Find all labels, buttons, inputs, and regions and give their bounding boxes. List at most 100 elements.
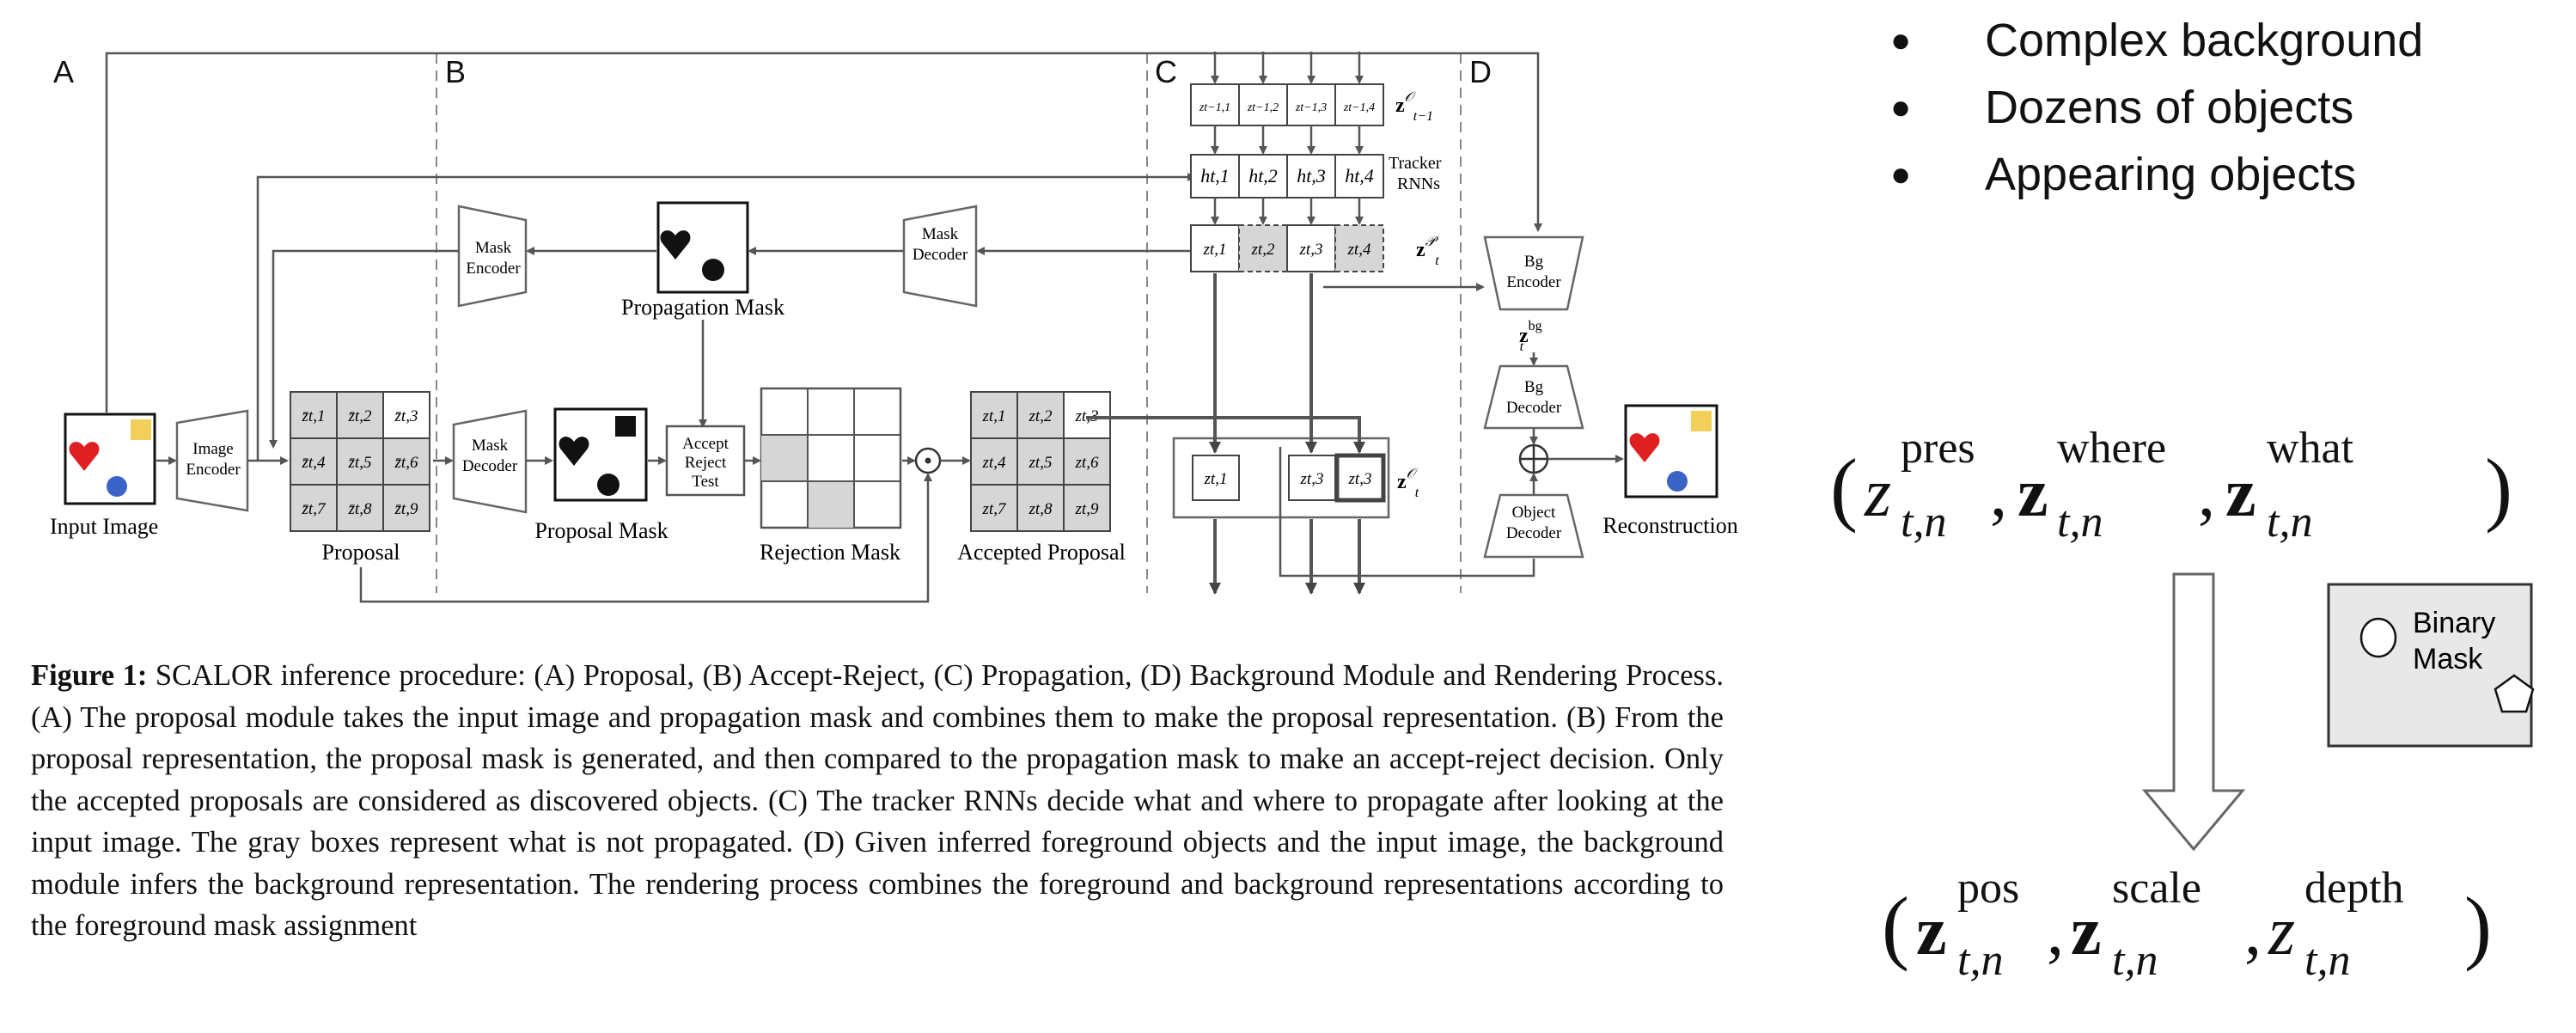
svg-text:where: where: [2057, 424, 2166, 473]
bg-encoder-label-1: Bg: [1524, 253, 1544, 271]
accepted-cell: zt,4: [970, 437, 1018, 486]
reconstruction-label: Reconstruction: [1602, 513, 1737, 538]
tracker-rnn-cell: ht,2: [1238, 154, 1288, 199]
binary-mask-label-1: Binary: [2413, 607, 2495, 639]
svg-text:zt−1,3: zt−1,3: [1295, 101, 1327, 114]
svg-text:zt,1: zt,1: [1204, 470, 1228, 488]
svg-text:z: z: [2071, 894, 2102, 969]
heart-icon: [559, 437, 589, 466]
accepted-cell: zt,6: [1063, 437, 1111, 486]
heart-icon: [1629, 433, 1660, 462]
bullet-icon: ●: [1890, 21, 1912, 59]
bullet-icon: ●: [1890, 89, 1912, 126]
tracker-prev-cell: zt−1,4: [1334, 83, 1384, 126]
rejection-mask: [760, 387, 902, 529]
svg-text:zt,7: zt,7: [982, 500, 1007, 518]
svg-text:(: (: [1830, 442, 1858, 534]
svg-text:zt,4: zt,4: [982, 454, 1006, 472]
svg-text:ht,2: ht,2: [1248, 165, 1278, 186]
accept-label-2: Reject: [685, 454, 727, 472]
svg-text:): ): [2464, 880, 2492, 972]
svg-text:,: ,: [2047, 894, 2064, 969]
svg-text:z: z: [2017, 455, 2048, 531]
svg-text:t,n: t,n: [2057, 498, 2103, 547]
bullet-item: ●Appearing objects: [1890, 141, 2423, 208]
accept-reject-test: Accept Reject Test: [665, 425, 746, 497]
svg-text:zt,3: zt,3: [1300, 470, 1324, 488]
svg-text:z̄t,7: z̄t,7: [302, 500, 327, 518]
binary-mask-label-2: Mask: [2413, 643, 2483, 675]
tracker-propagated-cell: zt,2: [1238, 224, 1288, 272]
svg-text:zt,2: zt,2: [1029, 407, 1053, 425]
accept-label-1: Accept: [682, 435, 729, 453]
bullet-item: ●Complex background: [1890, 7, 2423, 74]
reconstruction-image: [1624, 404, 1718, 498]
panel-label-a: A: [53, 54, 74, 89]
svg-text:z̄t,5: z̄t,5: [348, 454, 372, 472]
square-icon: [615, 416, 636, 437]
tracker-propagated-cell: zt,1: [1190, 224, 1240, 272]
circle-icon: [107, 476, 127, 497]
accepted-cell: zt,1: [970, 391, 1018, 439]
tracker-propagated-cell: zt,4: [1334, 224, 1384, 272]
sum-icon: [1518, 443, 1549, 474]
input-image: [64, 413, 156, 505]
proposal-cell: z̄t,9: [382, 484, 430, 532]
formula-bottom: ( z pos t,n , z scale t,n , z depth t,n …: [1882, 864, 2492, 985]
svg-text:z: z: [1864, 455, 1891, 531]
mask-decoder-mid-label-2: Decoder: [462, 457, 518, 475]
pentagon-icon: [2494, 674, 2535, 713]
mask-decoder-top-label-2: Decoder: [913, 246, 968, 264]
proposal-label: Proposal: [322, 540, 400, 565]
svg-text:z̄t,9: z̄t,9: [394, 500, 418, 518]
svg-text:t,n: t,n: [2267, 498, 2312, 547]
svg-text:z̄t,3: z̄t,3: [394, 407, 418, 425]
svg-text:,: ,: [2198, 455, 2215, 531]
svg-text:ht,4: ht,4: [1345, 165, 1374, 186]
svg-text:ht,3: ht,3: [1297, 165, 1326, 186]
svg-text:): ): [2485, 442, 2512, 534]
svg-text:depth: depth: [2304, 864, 2404, 913]
z-o-label: z𝒪t: [1397, 467, 1419, 500]
svg-text:pres: pres: [1901, 424, 1975, 473]
svg-text:zt,2: zt,2: [1251, 241, 1275, 259]
accepted-cell: zt,7: [970, 484, 1018, 532]
tracker-prev-cell: zt−1,2: [1238, 83, 1288, 126]
proposal-cell: z̄t,6: [382, 437, 430, 486]
heart-icon: [660, 230, 691, 260]
caption-text: SCALOR inference procedure: (A) Proposal…: [31, 659, 1724, 942]
proposal-cell: z̄t,2: [336, 391, 384, 439]
svg-text:zt,4: zt,4: [1347, 241, 1371, 259]
tracker-propagated: zt,1 zt,2 zt,3 zt,4: [1190, 224, 1384, 272]
panel-label-d: D: [1469, 54, 1492, 89]
formula-top: ( z pres t,n , z where t,n , z what t,n …: [1830, 424, 2512, 547]
svg-text:ht,1: ht,1: [1200, 165, 1230, 186]
circle-icon: [702, 259, 724, 281]
bullet-icon: ●: [1890, 156, 1912, 193]
proposal-mask-label: Proposal Mask: [534, 518, 668, 543]
z-prev-label: z𝒪t−1: [1395, 90, 1433, 124]
object-decoder-label-1: Object: [1512, 504, 1556, 522]
svg-text:zt,3: zt,3: [1299, 241, 1323, 259]
accepted-cell: zt,5: [1016, 437, 1065, 486]
rejection-mask-label: Rejection Mask: [760, 540, 900, 565]
image-encoder-label-1: Image: [192, 440, 233, 458]
heart-icon: [69, 442, 100, 471]
tracker-rnn-cell: ht,3: [1286, 154, 1336, 199]
svg-text:zt,1: zt,1: [1203, 241, 1227, 259]
mask-decoder-mid: Mask Decoder: [452, 409, 528, 514]
propagation-mask-label: Propagation Mask: [621, 295, 784, 320]
tracker-label-2: RNNs: [1397, 174, 1440, 193]
svg-text:z: z: [2268, 894, 2295, 969]
tracker-prev-cell: zt−1,1: [1190, 83, 1240, 126]
object-decoder: Object Decoder: [1483, 493, 1584, 559]
panel-dividers: [436, 53, 1462, 593]
svg-text:zt,1: zt,1: [982, 407, 1006, 425]
down-arrow-icon: [2141, 572, 2246, 852]
z-p-label: z𝒫t: [1416, 235, 1439, 268]
tracker-propagated-cell: zt,3: [1286, 224, 1336, 272]
svg-text:zt,8: zt,8: [1029, 500, 1053, 518]
